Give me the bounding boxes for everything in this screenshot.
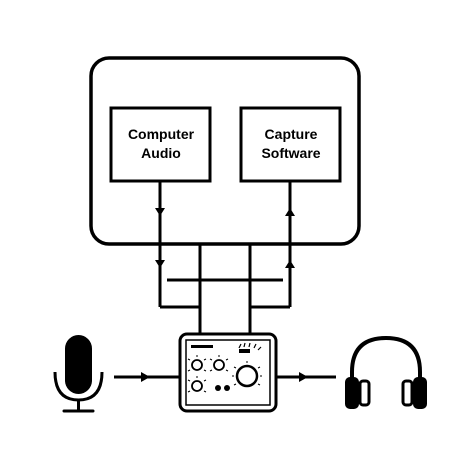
capture-software-label: Capture Software <box>241 125 341 163</box>
capture-software-label-line1: Capture <box>264 126 318 142</box>
arrow-right-mic <box>141 372 150 382</box>
arrow-up-capture-1 <box>285 208 295 216</box>
computer-audio-label: Computer Audio <box>111 125 211 163</box>
computer-audio-label-line1: Computer <box>127 126 195 142</box>
arrow-down-audio-2 <box>155 260 165 268</box>
headphones-icon <box>345 335 427 409</box>
computer-audio-label-line2: Audio <box>141 145 181 161</box>
microphone-icon <box>53 335 104 413</box>
computer-icon <box>89 56 361 246</box>
audio-interface-icon <box>178 332 278 413</box>
arrowheads <box>141 208 308 382</box>
arrow-right-headphones <box>299 372 308 382</box>
capture-software-label-line2: Software <box>261 145 321 161</box>
arrow-down-audio-1 <box>155 208 165 216</box>
arrow-up-capture-2 <box>285 260 295 268</box>
